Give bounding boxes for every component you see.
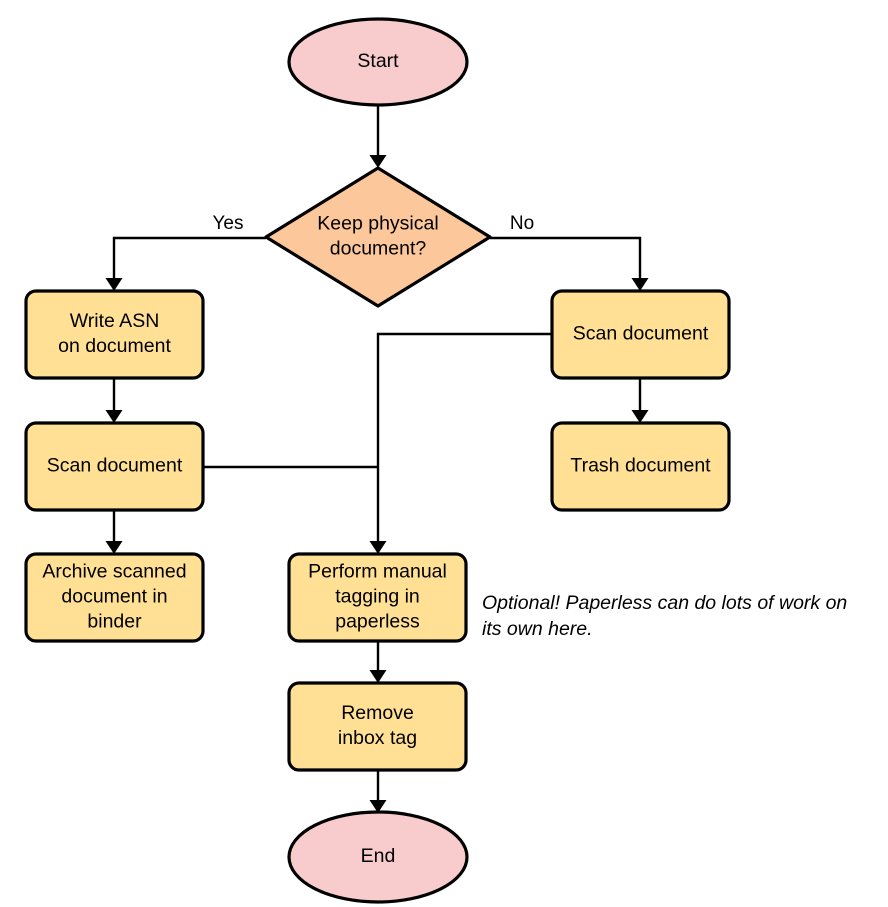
edge-label-yes: Yes [213, 213, 244, 234]
node-start[interactable]: Start [287, 17, 469, 107]
terminator-shape [287, 17, 469, 107]
node-archive-binder[interactable]: Archive scanned document in binder [24, 552, 205, 643]
edge-start-to-decision-keep-physical [369, 105, 387, 168]
node-label: on document [58, 335, 171, 357]
edge-decision-keep-physical-to-write-asn: Yes [105, 213, 266, 291]
process-shape [24, 289, 205, 380]
edge-scan-document-left-to-archive-binder [105, 510, 123, 554]
process-shape [550, 289, 731, 380]
annotation-line: Optional! Paperless can do lots of work … [482, 592, 847, 614]
edge-decision-keep-physical-to-scan-document-right: No [490, 213, 649, 291]
annotation-line: its own here. [482, 618, 593, 640]
edge-remove-inbox-tag-to-end [369, 770, 387, 813]
node-label: Remove [341, 702, 414, 724]
node-write-asn[interactable]: Write ASN on document [24, 289, 205, 380]
node-label: Perform manual [308, 561, 447, 583]
node-end[interactable]: End [287, 810, 469, 904]
node-scan-document-left[interactable]: Scan document [24, 421, 205, 512]
node-label: Scan document [573, 323, 709, 345]
decision-shape [264, 166, 492, 308]
node-label: tagging in [335, 586, 420, 608]
process-shape [24, 552, 205, 643]
node-label: End [361, 845, 396, 867]
edge-label-no: No [510, 213, 534, 234]
edge-manual-tagging-to-remove-inbox-tag [369, 641, 387, 683]
node-decision-keep-physical[interactable]: Keep physical document? [264, 166, 492, 308]
node-label: Trash document [570, 455, 711, 477]
edge-scan-document-right-to-trash-document [631, 378, 649, 423]
node-label: document? [330, 238, 427, 260]
node-label: Write ASN [70, 310, 160, 332]
annotations-layer: Optional! Paperless can do lots of work … [482, 592, 847, 640]
node-label: Archive scanned [42, 561, 186, 583]
node-label: Scan document [47, 455, 183, 477]
node-label: inbox tag [338, 727, 417, 749]
annotation-optional: Optional! Paperless can do lots of work … [482, 592, 847, 640]
node-label: paperless [335, 611, 420, 633]
node-manual-tagging[interactable]: Perform manual tagging in paperless [287, 552, 468, 643]
process-shape [287, 681, 468, 772]
terminator-shape [287, 810, 469, 904]
process-shape [550, 421, 731, 512]
node-label: document in [61, 586, 167, 608]
node-remove-inbox-tag[interactable]: Remove inbox tag [287, 681, 468, 772]
node-label: binder [87, 611, 142, 633]
process-shape [24, 421, 205, 512]
node-label: Start [357, 50, 399, 72]
edge-write-asn-to-scan-document-left [105, 378, 123, 423]
node-trash-document[interactable]: Trash document [550, 421, 731, 512]
node-scan-document-right[interactable]: Scan document [550, 289, 731, 380]
process-shape [287, 552, 468, 643]
node-label: Keep physical [317, 213, 438, 235]
edge-scan-document-right-to-manual-tagging [369, 332, 552, 554]
edges-layer: Yes No [105, 105, 649, 813]
